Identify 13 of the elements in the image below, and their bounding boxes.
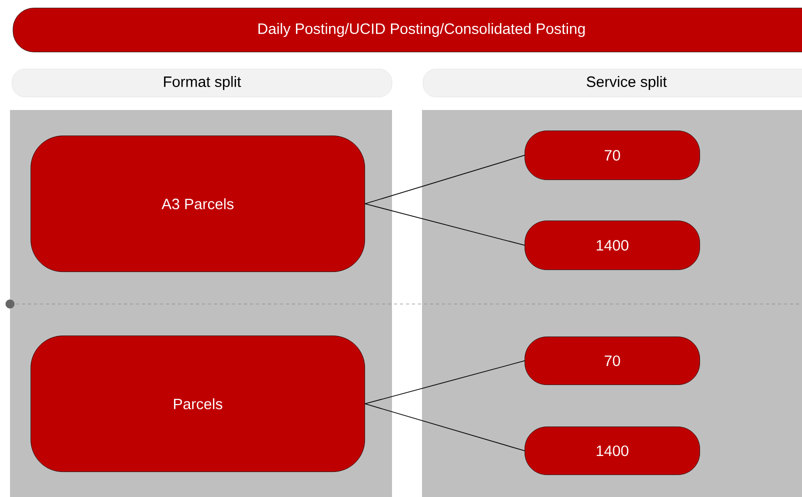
service-box: 70 [524, 336, 700, 385]
process-box: A3 Parcels [30, 136, 365, 272]
section-header: Format split [12, 68, 392, 98]
connector-line [364, 403, 525, 452]
process-box: Parcels [30, 336, 365, 472]
connector-line [364, 360, 525, 404]
service-box: 1400 [524, 220, 700, 270]
service-box: 70 [524, 130, 700, 180]
connector-line [364, 154, 525, 204]
section-header: Service split [422, 68, 802, 98]
connector-line [364, 203, 525, 246]
service-box: 1400 [524, 426, 700, 475]
title-bar: Daily Posting/UCID Posting/Consolidated Posting [12, 8, 802, 52]
